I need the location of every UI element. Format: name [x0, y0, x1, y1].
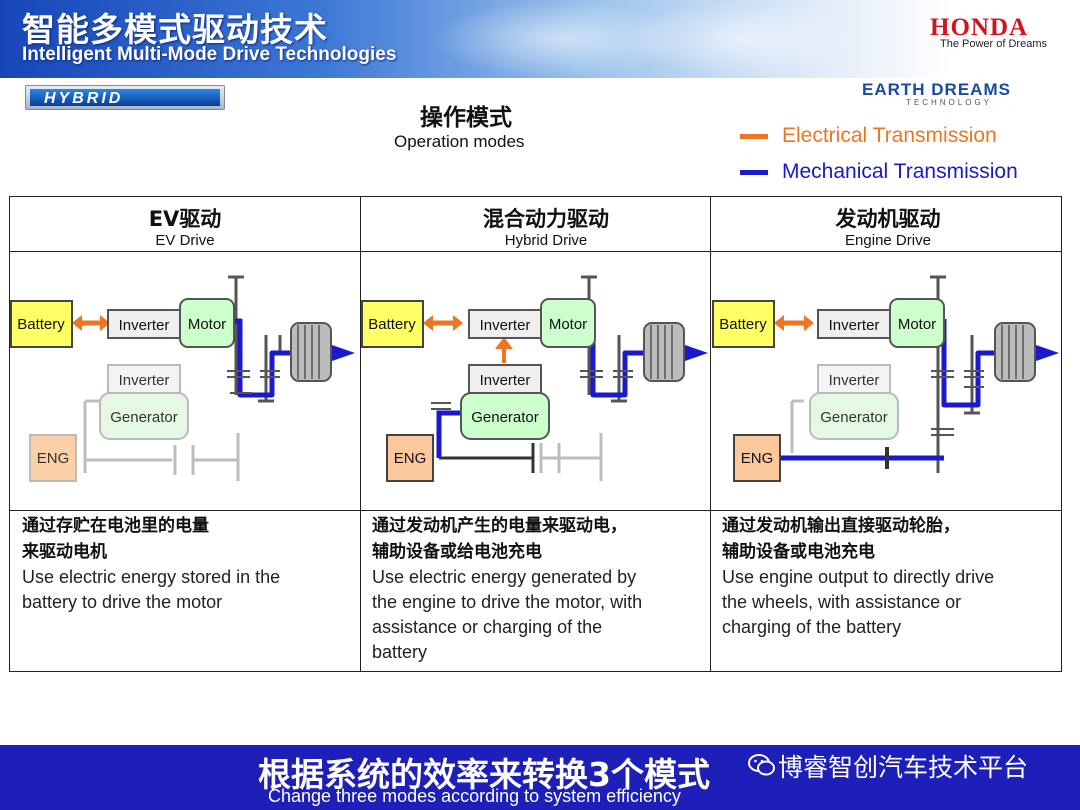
- honda-logo: HONDA: [930, 14, 1029, 41]
- mode-description-hybrid: 通过发动机产生的电量来驱动电， 辅助设备或给电池充电 Use electric …: [372, 513, 707, 665]
- desc-en-line: Use electric energy stored in the: [22, 567, 281, 587]
- battery-label: Battery: [719, 316, 767, 333]
- desc-cn-line: 辅助设备或电池充电: [722, 542, 875, 562]
- inverter-label: Inverter: [119, 317, 170, 334]
- watermark-text: 博睿智创汽车技术平台: [778, 753, 1029, 782]
- earth-dreams-sub: TECHNOLOGY: [906, 98, 993, 107]
- table-divider: [10, 510, 1061, 511]
- engine-drive-diagram: Battery Inverter Motor Inverter Generato…: [712, 275, 1059, 482]
- operation-modes-table: EV驱动 EV Drive 混合动力驱动 Hybrid Drive 发动机驱动 …: [9, 196, 1062, 672]
- generator-label: Generator: [471, 409, 539, 426]
- inverter-label: Inverter: [480, 317, 531, 334]
- honda-tagline: The Power of Dreams: [940, 38, 1047, 50]
- mode-description-engine: 通过发动机输出直接驱动轮胎， 辅助设备或电池充电 Use engine outp…: [722, 513, 1057, 640]
- motor-label: Motor: [898, 316, 936, 333]
- legend-electrical-label: Electrical Transmission: [782, 124, 997, 147]
- hybrid-logo: HYBRID: [25, 85, 225, 110]
- desc-en-line: battery: [372, 642, 428, 662]
- desc-en-line: assistance or charging of the: [372, 617, 603, 637]
- mode-title-cn: 发动机驱动: [835, 207, 941, 231]
- footer-banner: [0, 745, 1080, 810]
- mode-title-cn: EV驱动: [148, 207, 222, 231]
- desc-cn-line: 通过存贮在电池里的电量: [22, 516, 209, 536]
- hybrid-drive-diagram: Battery Inverter Motor Inverter Generato…: [361, 275, 708, 482]
- wechat-icon: [748, 754, 775, 776]
- table-divider: [710, 197, 711, 671]
- table-divider: [10, 251, 1061, 252]
- battery-label: Battery: [17, 316, 65, 333]
- earth-dreams-logo: EARTH DREAMS: [862, 80, 1011, 99]
- inverter-label: Inverter: [480, 372, 531, 389]
- desc-cn-line: 通过发动机输出直接驱动轮胎，: [722, 516, 960, 536]
- desc-en-line: Use electric energy generated by: [372, 567, 637, 587]
- footer-title-en: Change three modes according to system e…: [268, 786, 681, 806]
- desc-en-line: the engine to drive the motor, with: [372, 592, 643, 612]
- desc-cn-line: 来驱动电机: [22, 542, 107, 562]
- operation-title-en: Operation modes: [394, 132, 525, 151]
- slide-title-cn: 智能多模式驱动技术: [22, 10, 328, 49]
- mode-header-ev: EV驱动 EV Drive: [10, 197, 360, 251]
- desc-cn-line: 辅助设备或给电池充电: [372, 542, 542, 562]
- generator-label: Generator: [820, 409, 888, 426]
- desc-en-line: Use engine output to directly drive: [722, 567, 995, 587]
- generator-label: Generator: [110, 409, 178, 426]
- operation-title-cn: 操作模式: [420, 105, 512, 131]
- mode-title-cn: 混合动力驱动: [483, 207, 609, 231]
- mode-header-engine: 发动机驱动 Engine Drive: [710, 197, 1066, 251]
- engine-label: ENG: [37, 450, 70, 467]
- mode-title-en: EV Drive: [155, 232, 215, 249]
- mode-header-hybrid: 混合动力驱动 Hybrid Drive: [360, 197, 732, 251]
- inverter-label: Inverter: [119, 372, 170, 389]
- desc-en-line: battery to drive the motor: [22, 592, 223, 612]
- inverter-label: Inverter: [829, 317, 880, 334]
- footer-title-cn: 根据系统的效率来转换3个模式: [258, 755, 710, 794]
- desc-cn-line: 通过发动机产生的电量来驱动电，: [372, 516, 627, 536]
- ev-drive-diagram: Battery Inverter Motor Inverter Generato…: [10, 275, 355, 482]
- slide-title-en: Intelligent Multi-Mode Drive Technologie…: [22, 44, 397, 65]
- engine-label: ENG: [741, 450, 774, 467]
- motor-label: Motor: [549, 316, 587, 333]
- mode-description-ev: 通过存贮在电池里的电量 来驱动电机 Use electric energy st…: [22, 513, 352, 615]
- motor-label: Motor: [188, 316, 226, 333]
- mode-title-en: Hybrid Drive: [504, 232, 588, 249]
- banner-cloud: [620, 0, 860, 78]
- inverter-label: Inverter: [829, 372, 880, 389]
- desc-en-line: the wheels, with assistance or: [722, 592, 962, 612]
- desc-en-line: charging of the battery: [722, 617, 902, 637]
- header-banner: [0, 0, 1080, 78]
- engine-label: ENG: [394, 450, 427, 467]
- legend-electrical-swatch: [740, 134, 768, 139]
- legend-mechanical-swatch: [740, 170, 768, 175]
- battery-label: Battery: [368, 316, 416, 333]
- legend-mechanical-label: Mechanical Transmission: [782, 160, 1018, 183]
- hybrid-logo-text: HYBRID: [44, 90, 124, 107]
- mode-title-en: Engine Drive: [845, 232, 931, 249]
- table-divider: [360, 197, 361, 671]
